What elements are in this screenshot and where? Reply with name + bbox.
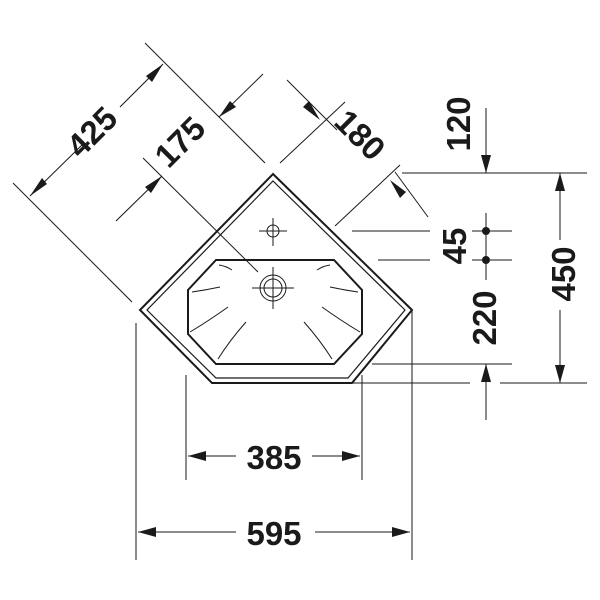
dim-120-label: 120 — [440, 96, 477, 151]
dim-175-label: 175 — [147, 109, 212, 174]
dim-595-label: 595 — [246, 515, 301, 552]
dim-425-label: 425 — [59, 99, 124, 164]
dim-425: 425 — [12, 42, 266, 303]
dim-385-label: 385 — [246, 439, 301, 476]
tap-hole-icon — [259, 218, 287, 246]
dim-45: 45 — [352, 213, 512, 280]
dim-45-label: 45 — [436, 228, 473, 265]
dim-450-label: 450 — [545, 246, 582, 301]
dim-595: 595 — [135, 310, 413, 560]
dim-175: 175 — [115, 73, 264, 273]
basin-outline — [138, 172, 414, 384]
dim-180-label: 180 — [328, 102, 393, 167]
dim-220-label: 220 — [466, 290, 503, 345]
bowl — [187, 259, 363, 365]
dim-385: 385 — [185, 375, 363, 480]
dim-220: 220 — [372, 290, 512, 420]
dim-180: 180 — [279, 79, 429, 227]
waste-outlet-icon — [252, 267, 294, 309]
dim-450: 450 — [353, 173, 587, 384]
dim-120: 120 — [402, 96, 587, 174]
